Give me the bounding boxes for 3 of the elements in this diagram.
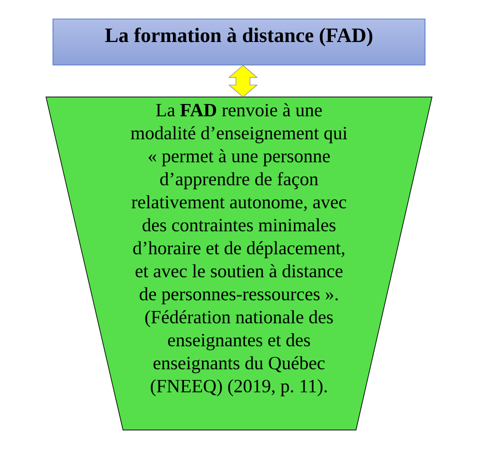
title-box: La formation à distance (FAD) [52, 18, 426, 66]
double-arrow [228, 65, 258, 98]
trapezoid-box: La FAD renvoie à une modalité d’enseignement qui « permet à une personne d’apprendre de façon relativement autonome, avec des contraintes minimales d’horaire et de déplacement, et avec le soutien à distance de personnes-ressources ». (Fédération nationale des enseignantes et des enseignants du Québec (FNEEQ) (2019, p. 11). [46, 96, 432, 430]
